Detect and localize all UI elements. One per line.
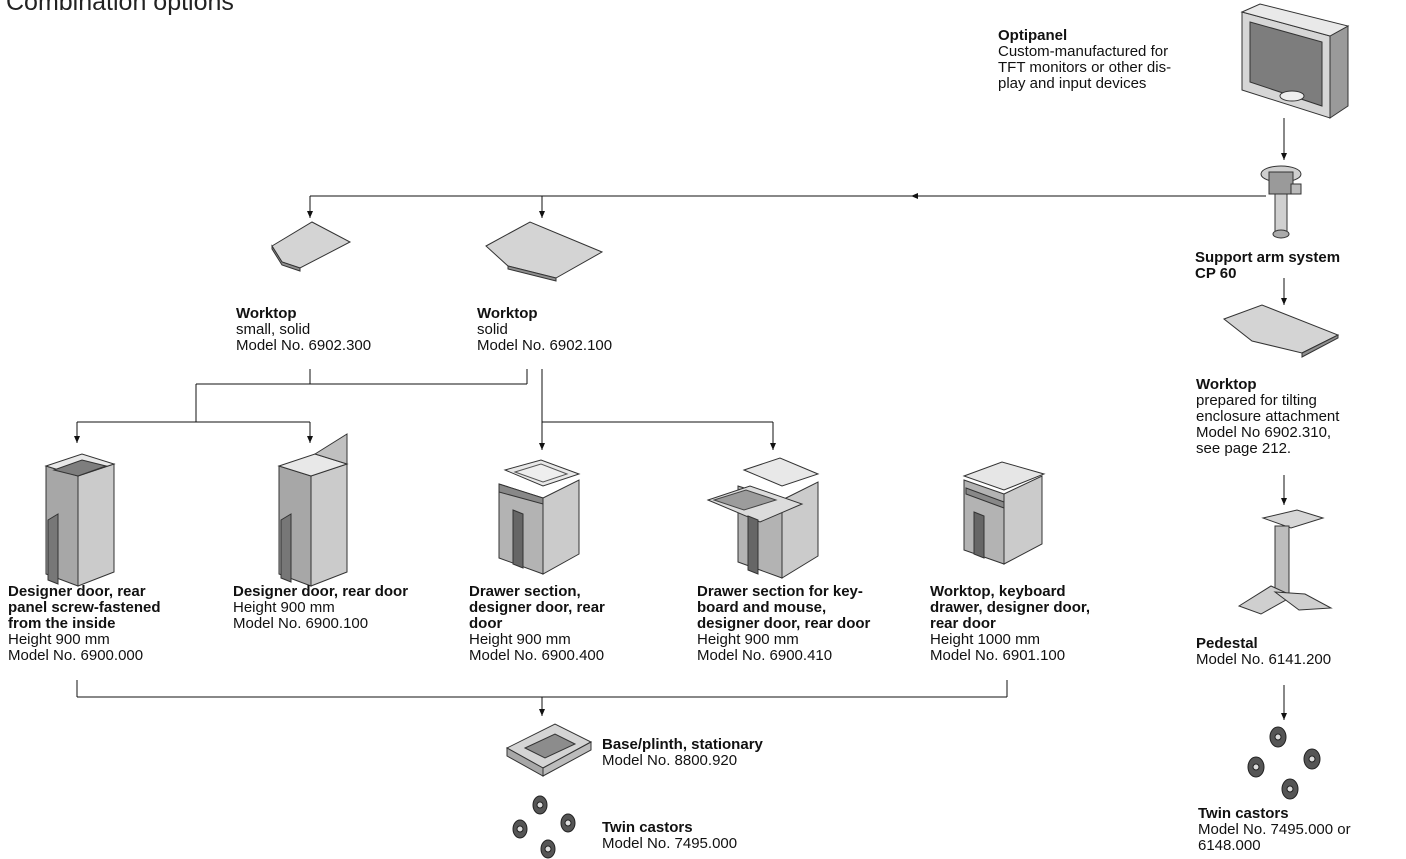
optipanel-label: Optipanel Custom-manufactured for TFT mo… xyxy=(998,27,1172,92)
support-arm-image xyxy=(1255,162,1315,244)
cabinet-rear-door-label: Designer door, rear door Height 900 mm M… xyxy=(233,583,409,632)
product-name: Drawer section for key- xyxy=(697,583,863,600)
product-name: Designer door, rear xyxy=(8,583,146,600)
cabinet-screw-fastened-label: Designer door, rear panel screw-fastened… xyxy=(8,583,161,664)
product-name: Base/plinth, stationary xyxy=(602,736,763,753)
page-title: Combination options xyxy=(6,0,234,16)
cabinet-screw-fastened-image xyxy=(42,450,122,590)
product-name: Twin castors xyxy=(602,819,693,836)
product-name: Optipanel xyxy=(998,27,1068,44)
product-name: Pedestal xyxy=(1196,635,1258,652)
cabinet-drawer-label: Drawer section, designer door, rear door… xyxy=(469,583,605,664)
support-arm-label: Support arm system CP 60 xyxy=(1195,249,1341,282)
product-name: Worktop xyxy=(477,305,538,322)
cabinet-worktop-label: Worktop, keyboard drawer, designer door,… xyxy=(930,583,1091,664)
cabinet-keyboard-drawer-image xyxy=(706,456,836,581)
castors-bottom-label: Twin castors Model No. 7495.000 xyxy=(602,819,738,852)
worktop-solid-label: Worktop solid Model No. 6902.100 xyxy=(477,305,613,354)
product-name: Twin castors xyxy=(1198,805,1289,822)
product-name: Drawer section, xyxy=(469,583,581,600)
pedestal-image xyxy=(1235,509,1335,625)
product-name: Worktop xyxy=(236,305,297,322)
plinth-image xyxy=(505,720,595,780)
worktop-tilting-image xyxy=(1222,304,1342,361)
worktop-small-image xyxy=(270,221,355,272)
product-name: Support arm system xyxy=(1195,249,1341,266)
castors-right-image xyxy=(1240,725,1335,805)
worktop-solid-image xyxy=(484,221,604,282)
optipanel-image xyxy=(1230,3,1360,119)
product-name: Worktop, keyboard xyxy=(930,583,1066,600)
cabinet-keyboard-drawer-label: Drawer section for key- board and mouse,… xyxy=(697,583,871,664)
castors-bottom-image xyxy=(508,793,583,859)
cabinet-worktop-image xyxy=(960,458,1050,566)
pedestal-label: Pedestal Model No. 6141.200 xyxy=(1196,635,1332,668)
cabinet-rear-door-image xyxy=(275,432,355,592)
worktop-small-label: Worktop small, solid Model No. 6902.300 xyxy=(236,305,372,354)
plinth-label: Base/plinth, stationary Model No. 8800.9… xyxy=(602,736,763,769)
product-name: Designer door, rear door xyxy=(233,583,409,600)
cabinet-drawer-image xyxy=(495,458,585,578)
product-name: Worktop xyxy=(1196,376,1257,393)
worktop-tilting-label: Worktop prepared for tilting enclosure a… xyxy=(1196,376,1340,457)
castors-right-label: Twin castors Model No. 7495.000 or 6148.… xyxy=(1198,805,1351,854)
